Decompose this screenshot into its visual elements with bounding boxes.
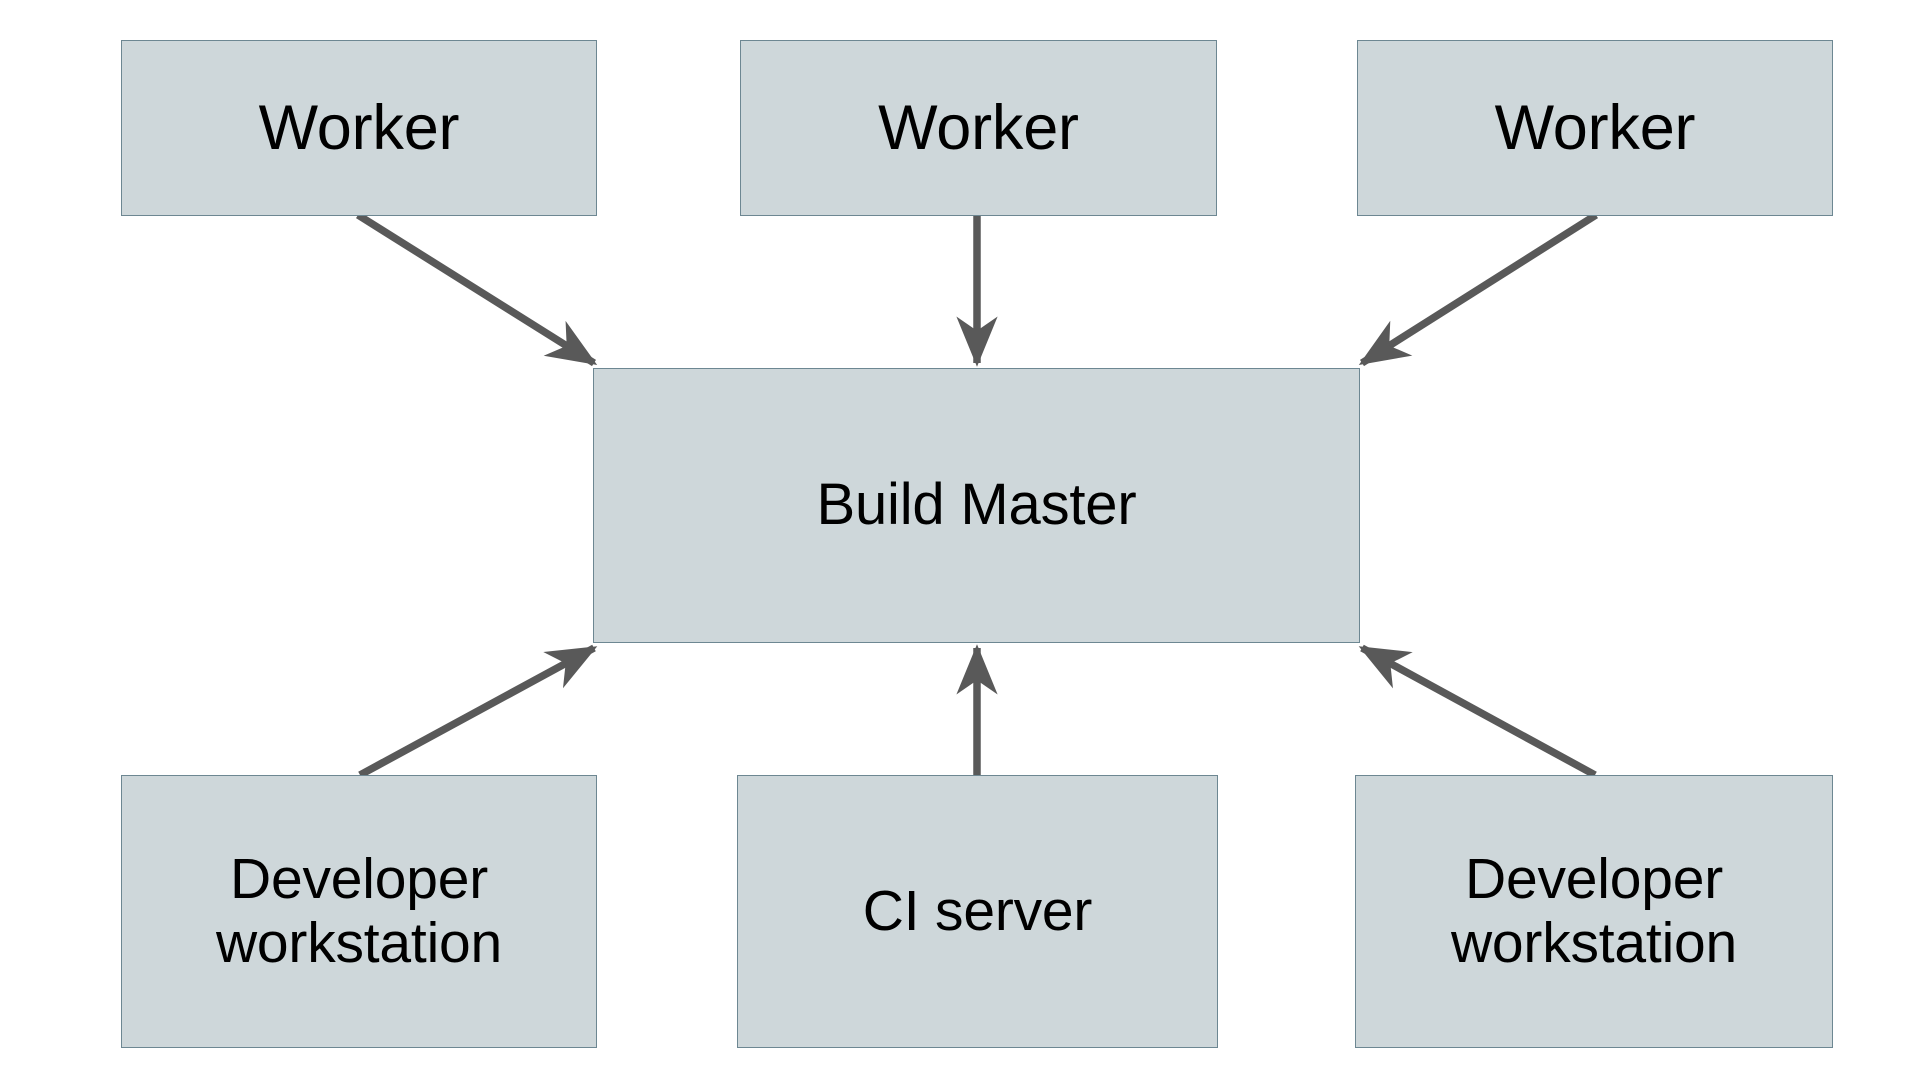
edge-dev-right <box>1358 644 1597 779</box>
node-developer-workstation-right[interactable]: Developer workstation <box>1355 775 1833 1048</box>
node-developer-workstation-right-label: Developer workstation <box>1450 846 1738 975</box>
node-developer-workstation-left-label: Developer workstation <box>215 846 503 975</box>
node-build-master[interactable]: Build Master <box>593 368 1360 643</box>
node-ci-server-label: CI server <box>862 878 1093 943</box>
node-ci-server[interactable]: CI server <box>737 775 1218 1048</box>
edge-worker-3 <box>1358 211 1599 367</box>
edge-dev-left <box>358 644 598 779</box>
node-worker-2[interactable]: Worker <box>740 40 1217 216</box>
edge-worker-1 <box>356 211 598 367</box>
node-worker-1-label: Worker <box>258 92 460 163</box>
node-worker-1[interactable]: Worker <box>121 40 597 216</box>
node-worker-3-label: Worker <box>1494 92 1696 163</box>
node-worker-2-label: Worker <box>878 92 1079 163</box>
node-worker-3[interactable]: Worker <box>1357 40 1833 216</box>
node-developer-workstation-left[interactable]: Developer workstation <box>121 775 597 1048</box>
node-build-master-label: Build Master <box>816 472 1137 538</box>
